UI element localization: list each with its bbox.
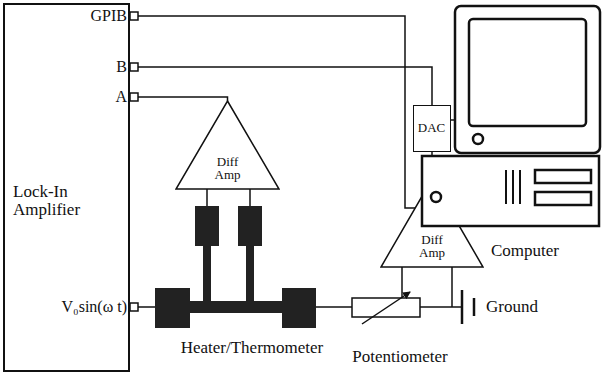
computer-drawing	[420, 4, 602, 266]
part-name: Potentiometer	[352, 348, 447, 367]
port-square	[130, 12, 138, 20]
thermometer-pad	[238, 206, 262, 246]
wire	[401, 267, 403, 298]
node-label: Computer	[491, 242, 559, 260]
computer-case	[422, 156, 599, 226]
part-name: Heater/Thermometer	[181, 339, 324, 358]
triangle-outline	[176, 101, 279, 189]
thermometer-tap	[203, 244, 211, 303]
vent-line	[512, 170, 514, 204]
vent-line	[519, 170, 521, 204]
port-square	[130, 303, 138, 311]
node-label: DAC	[418, 121, 445, 135]
drive-bay	[535, 170, 591, 183]
port-square	[130, 93, 138, 101]
signal-label: V₀sin(ω t)	[62, 298, 127, 316]
thermometer-pad	[195, 206, 219, 246]
power-button	[473, 134, 483, 144]
wire	[316, 306, 352, 308]
wire	[420, 306, 462, 308]
signal-wire	[138, 16, 420, 208]
port-label: GPIB	[91, 7, 127, 25]
port-square	[130, 63, 138, 71]
node-label: Diff Amp	[409, 233, 455, 260]
thermometer-tap	[246, 244, 254, 303]
wire	[206, 189, 208, 206]
wire	[138, 306, 156, 308]
ground-symbol	[473, 298, 476, 316]
power-button	[431, 192, 441, 202]
signal-wire	[138, 97, 228, 101]
port-label: A	[115, 88, 127, 106]
vent-line	[505, 170, 507, 204]
potentiometer-arrow	[362, 292, 410, 324]
node-label: Lock-In Amplifier	[13, 183, 111, 219]
drive-bay	[535, 192, 591, 205]
node-label: Diff Amp	[205, 155, 251, 182]
heater-pad	[155, 288, 190, 328]
diff-amp-triangle: Diff Amp	[175, 100, 280, 190]
signal-wire	[138, 67, 432, 105]
part-name: Ground	[486, 298, 538, 317]
heater-strip	[188, 301, 284, 313]
port-label: B	[116, 58, 127, 76]
monitor-frame	[455, 6, 600, 153]
wire	[249, 189, 251, 206]
lock-in-amplifier-box: Lock-In Amplifier	[3, 3, 130, 372]
wire	[451, 267, 453, 307]
computer-icon: Computer	[420, 4, 602, 266]
ground-symbol	[461, 290, 464, 324]
heater-pad	[282, 288, 316, 328]
monitor-screen	[469, 19, 586, 126]
dac-box: DAC	[413, 105, 451, 152]
